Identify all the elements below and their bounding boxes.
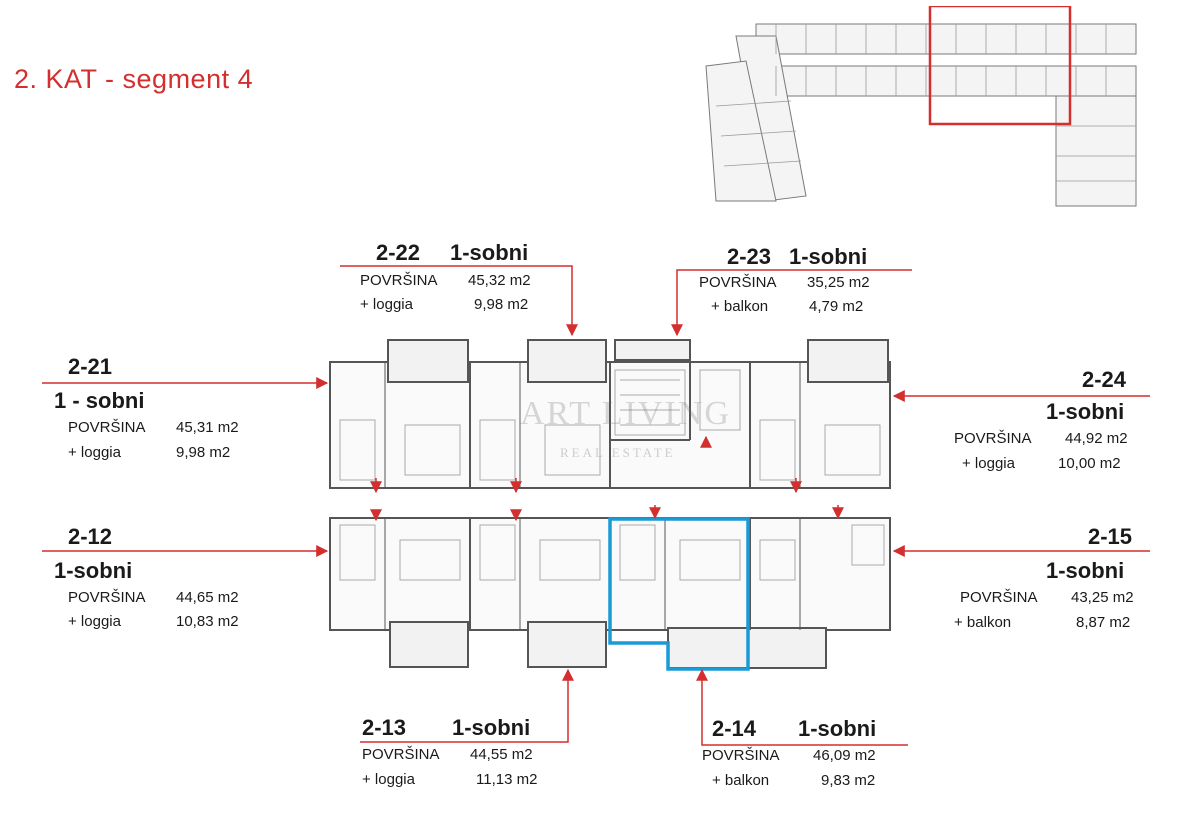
area-label: POVRŠINA [702, 747, 780, 764]
unit-code: 2-24 [1082, 367, 1127, 392]
area-value: 43,25 m2 [1071, 589, 1134, 606]
unit-rooms: 1-sobni [450, 240, 529, 265]
extra-value: 10,00 m2 [1058, 455, 1121, 472]
unit-rooms: 1-sobni [452, 715, 531, 740]
extra-value: 10,83 m2 [176, 613, 239, 630]
unit-rooms: 1-sobni [1046, 558, 1125, 583]
extra-value: 9,83 m2 [821, 772, 876, 789]
watermark-sub: REAL ESTATE [560, 445, 676, 460]
area-value: 44,92 m2 [1065, 430, 1128, 447]
area-value: 45,31 m2 [176, 419, 239, 436]
extra-value: 9,98 m2 [176, 444, 231, 461]
unit-code: 2-13 [362, 715, 407, 740]
extra-value: 8,87 m2 [1076, 614, 1131, 631]
watermark-brand: ART LIVING [520, 395, 731, 432]
extra-label: + loggia [68, 613, 121, 630]
area-label: POVRŠINA [362, 746, 440, 763]
unit-rooms: 1-sobni [798, 716, 877, 741]
unit-rooms: 1-sobni [789, 244, 868, 269]
extra-value: 4,79 m2 [809, 298, 864, 315]
extra-label: + loggia [68, 444, 121, 461]
extra-value: 9,98 m2 [474, 296, 529, 313]
extra-label: + balkon [711, 298, 769, 315]
extra-value: 11,13 m2 [476, 771, 538, 788]
extra-label: + loggia [360, 296, 413, 313]
page-title: 2. KAT - segment 4 [14, 64, 254, 94]
unit-rooms: 1 - sobni [54, 388, 145, 413]
unit-code: 2-12 [68, 524, 113, 549]
area-value: 35,25 m2 [807, 274, 870, 291]
area-label: POVRŠINA [360, 272, 438, 289]
area-label: POVRŠINA [699, 274, 777, 291]
key-plan-highlight [928, 6, 1072, 126]
area-value: 44,65 m2 [176, 589, 239, 606]
unit-code: 2-22 [376, 240, 421, 265]
unit-code: 2-15 [1088, 524, 1133, 549]
unit-rooms: 1-sobni [1046, 399, 1125, 424]
unit-rooms: 1-sobni [54, 558, 133, 583]
extra-label: + balkon [712, 772, 770, 789]
area-label: POVRŠINA [960, 589, 1038, 606]
key-plan [705, 6, 1137, 207]
area-label: POVRŠINA [68, 589, 146, 606]
unit-code: 2-14 [712, 716, 757, 741]
extra-label: + loggia [362, 771, 415, 788]
highlighted-unit-outline [608, 517, 750, 671]
area-label: POVRŠINA [68, 419, 146, 436]
unit-code: 2-21 [68, 354, 113, 379]
unit-code: 2-23 [727, 244, 772, 269]
area-label: POVRŠINA [954, 430, 1032, 447]
area-value: 44,55 m2 [470, 746, 533, 763]
extra-label: + balkon [954, 614, 1012, 631]
extra-label: + loggia [962, 455, 1015, 472]
area-value: 46,09 m2 [813, 747, 876, 764]
area-value: 45,32 m2 [468, 272, 531, 289]
